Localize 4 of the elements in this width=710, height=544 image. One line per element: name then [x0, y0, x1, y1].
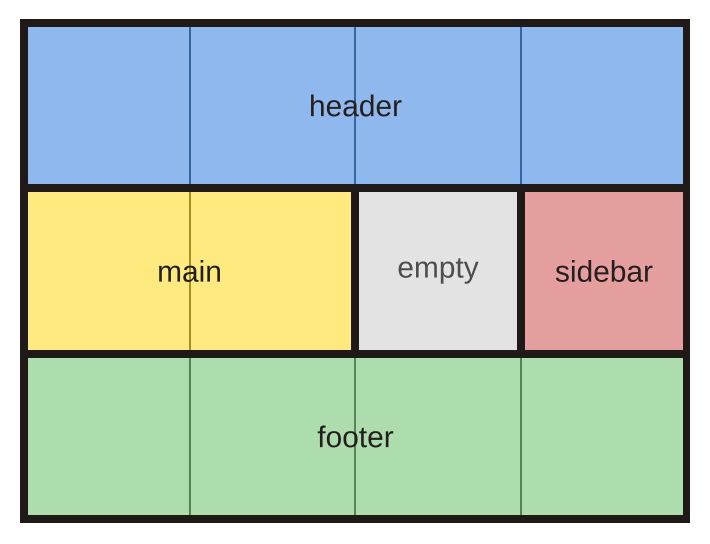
grid-area: empty — [359, 192, 517, 350]
grid-area: header — [28, 27, 683, 184]
grid-area: sidebar — [525, 192, 683, 350]
grid-area: main — [28, 192, 351, 350]
